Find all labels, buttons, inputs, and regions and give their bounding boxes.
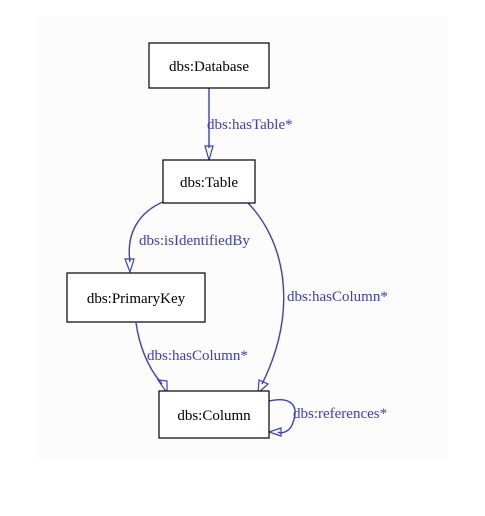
diagram-background <box>36 16 448 460</box>
node-primary-key-box <box>66 272 206 323</box>
node-column-box <box>158 390 270 439</box>
node-table-label: dbs:Table <box>180 175 238 191</box>
edge-has-column-from-primary-key-arrowhead <box>156 379 168 395</box>
edge-is-identified-by-line <box>128 200 166 263</box>
edge-references-arrowhead <box>267 427 282 437</box>
node-database-label: dbs:Database <box>169 59 249 75</box>
edge-is-identified-by-label: dbs:isIdentifiedBy <box>139 233 250 249</box>
node-database: dbs:Database <box>148 42 270 89</box>
node-column-label: dbs:Column <box>177 408 251 424</box>
node-primary-key: dbs:PrimaryKey <box>66 272 206 323</box>
node-table: dbs:Table <box>162 159 256 204</box>
edge-has-table: dbs:hasTable* <box>204 88 293 163</box>
edge-has-column-from-primary-key: dbs:hasColumn* <box>135 322 248 395</box>
edge-has-column-from-table-arrowhead <box>257 379 270 395</box>
edge-has-column-from-primary-key-label: dbs:hasColumn* <box>147 348 248 364</box>
edge-has-table-arrowhead <box>204 145 214 163</box>
edge-references-line <box>268 399 296 434</box>
edge-is-identified-by-arrowhead <box>124 258 135 274</box>
node-table-box <box>162 159 256 204</box>
edge-has-column-from-table: dbs:hasColumn* <box>245 200 388 395</box>
node-database-box <box>148 42 270 89</box>
edge-references: dbs:references* <box>267 399 387 437</box>
node-primary-key-label: dbs:PrimaryKey <box>87 291 186 307</box>
edge-is-identified-by: dbs:isIdentifiedBy <box>124 200 250 274</box>
edge-has-column-from-table-line <box>245 200 285 385</box>
edge-references-label: dbs:references* <box>293 406 387 422</box>
edge-has-table-label: dbs:hasTable* <box>207 117 293 133</box>
node-column: dbs:Column <box>158 390 270 439</box>
edge-has-column-from-table-label: dbs:hasColumn* <box>287 289 388 305</box>
